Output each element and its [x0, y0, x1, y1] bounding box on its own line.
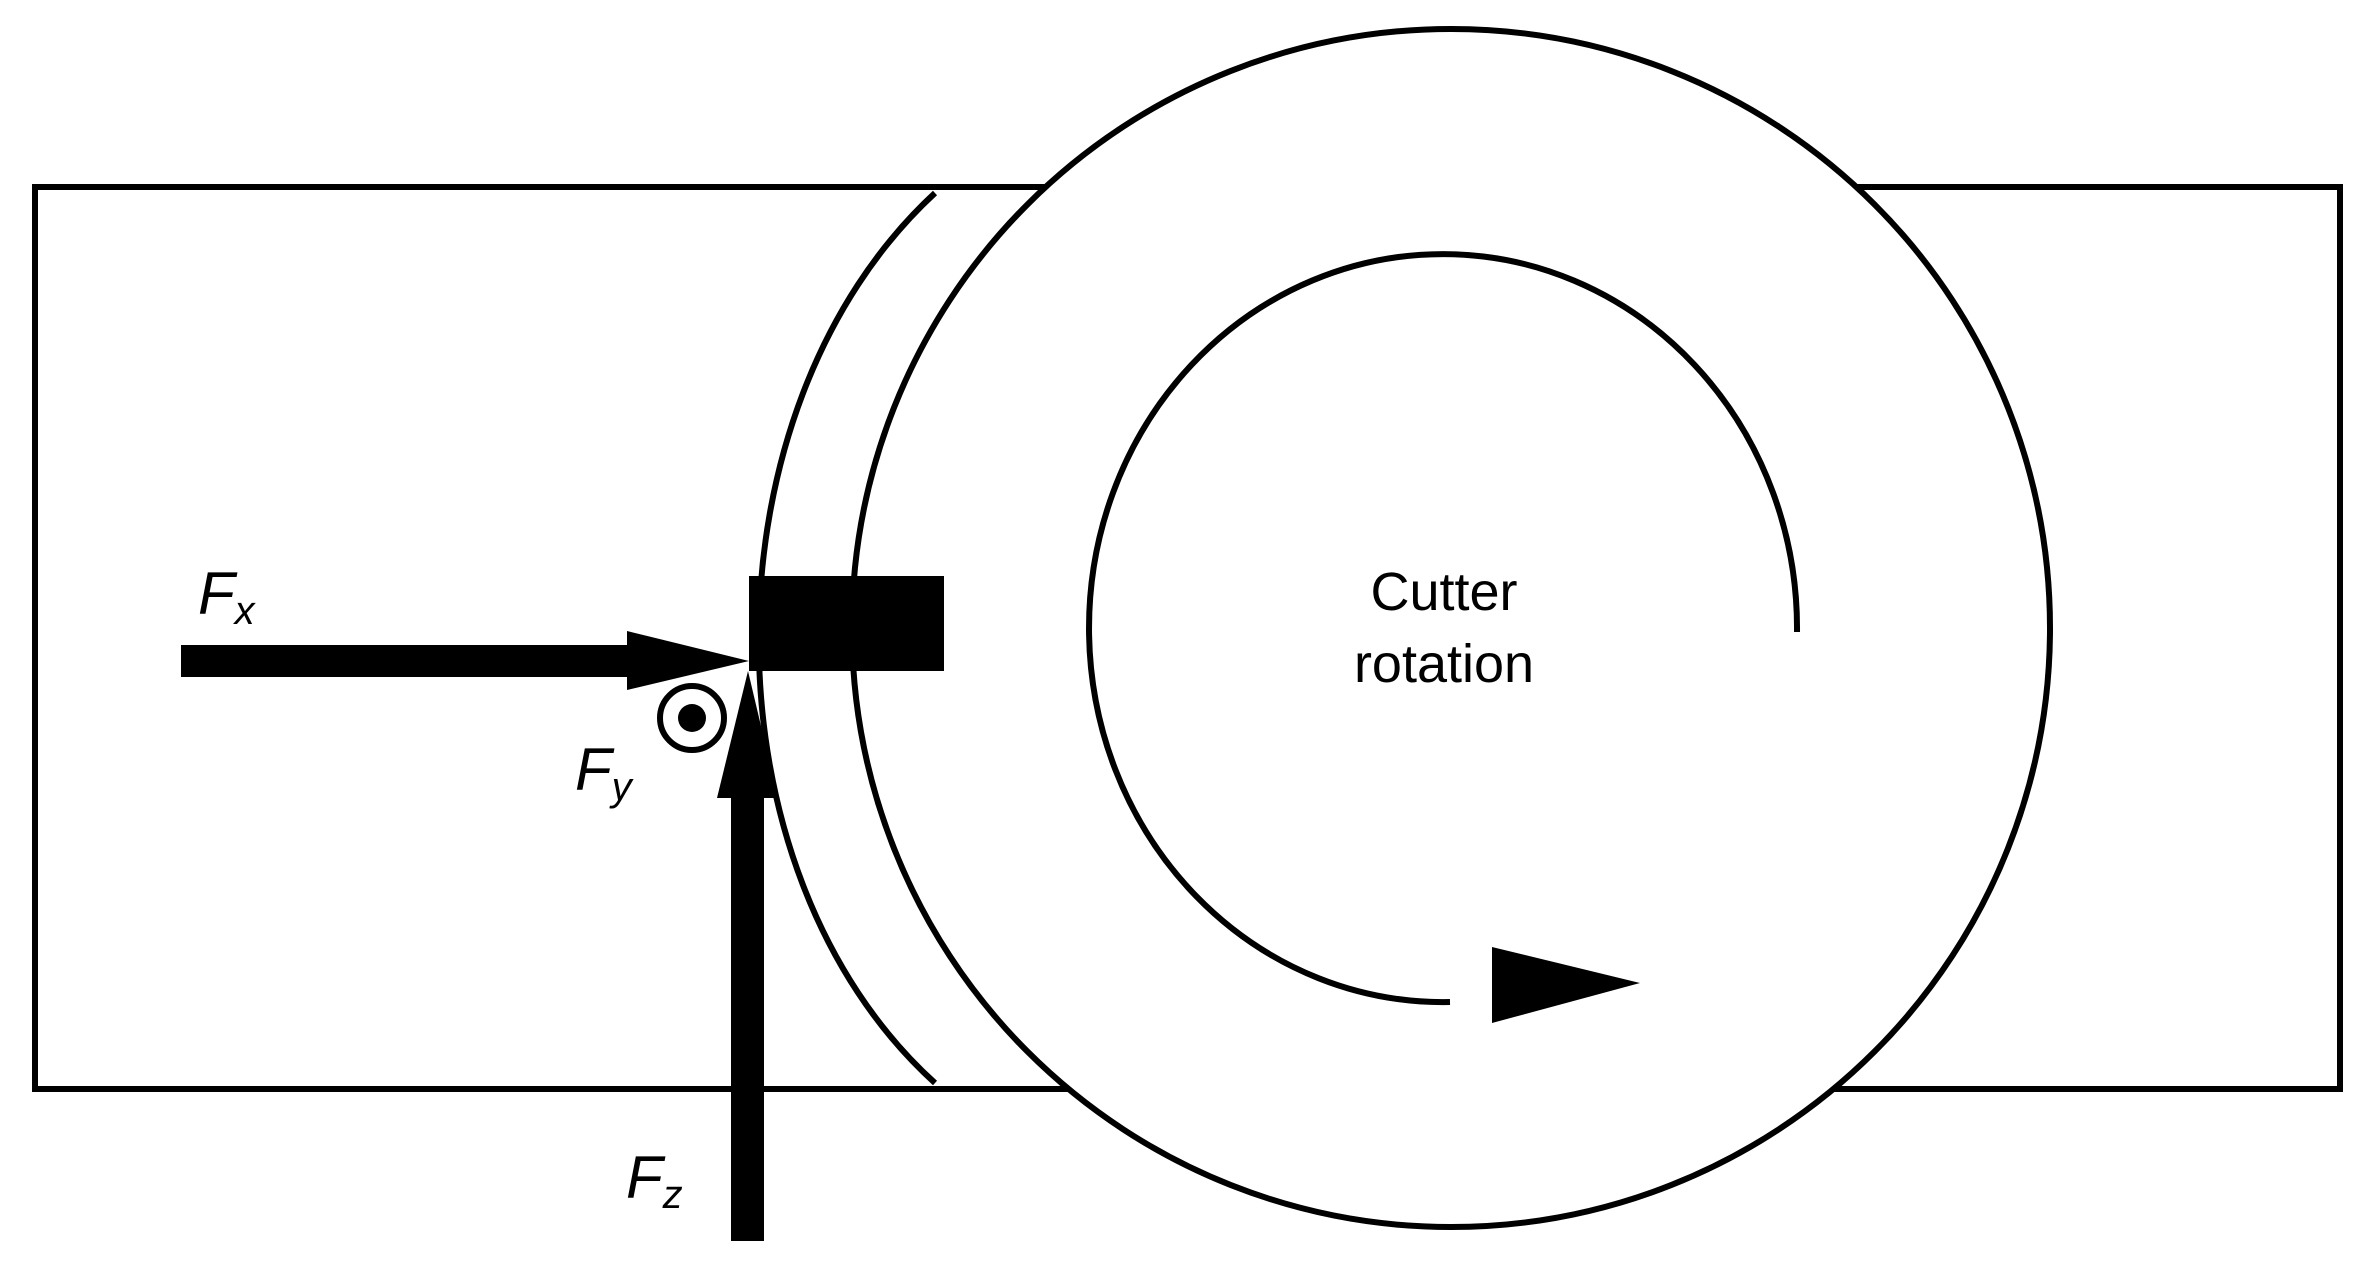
fz-arrow-head: [717, 671, 778, 798]
out-of-page-dot-circle-icon: [657, 683, 727, 753]
rotation-arc: [1086, 251, 1801, 1006]
fx-label: Fx: [198, 560, 257, 633]
cutter-outer-circle: [849, 26, 2053, 1230]
cutting-insert: [749, 576, 944, 671]
workpiece: [32, 184, 2343, 1092]
cutter-rotation-line2: rotation: [1354, 634, 1534, 694]
fz-arrow-shaft: [731, 790, 764, 1241]
clockwise-arrow-icon: [1492, 947, 1640, 1023]
fx-arrow-shaft: [181, 645, 636, 677]
fx-arrow-head: [627, 631, 749, 690]
cutter-rotation-line1: Cutter: [1370, 562, 1517, 622]
fy-label: Fy: [575, 736, 635, 809]
fz-label: Fz: [626, 1144, 683, 1217]
